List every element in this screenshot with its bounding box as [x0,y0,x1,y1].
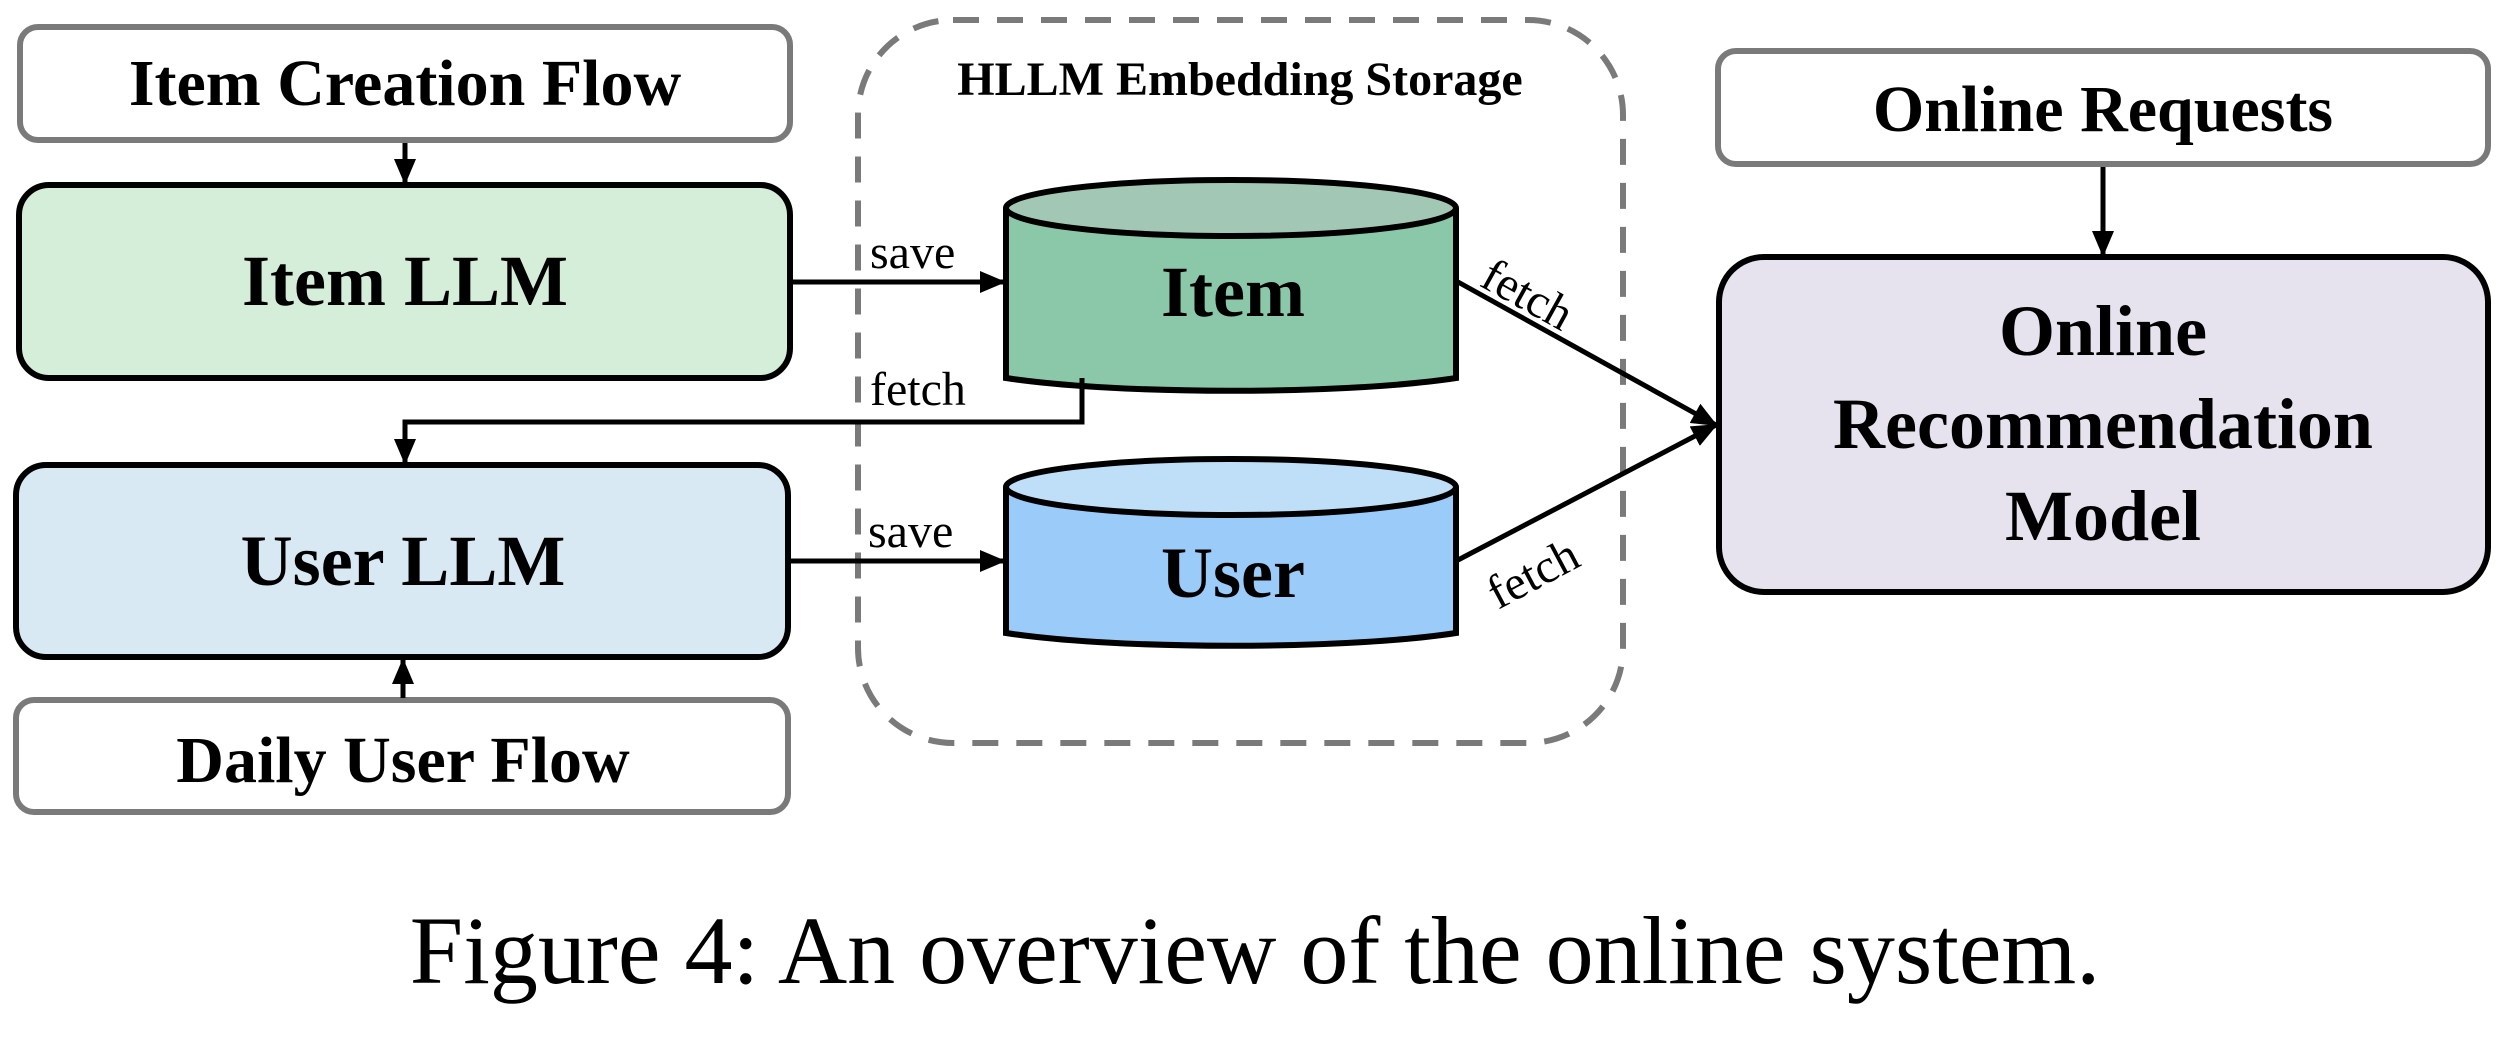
daily-user-flow-node: Daily User Flow [13,697,791,815]
user-llm-label: User LLM [241,521,566,601]
user-llm-node: User LLM [13,462,791,660]
edge-item-db-fetch-user-llm: fetch [394,363,1085,465]
fetch-label-item-to-model: fetch [1473,248,1583,341]
item-creation-flow-label: Item Creation Flow [129,47,682,120]
edge-user-db-fetch-model: fetch [1456,422,1718,620]
item-llm-label: Item LLM [242,241,568,321]
save-label-user: save [868,505,953,558]
edge-item-db-fetch-model: fetch [1456,248,1718,428]
item-db-label: Item [1161,252,1305,332]
online-system-diagram: HLLM Embedding Storage Item Creation Flo… [13,17,2491,815]
model-label-line-2: Recommendation [1833,384,2373,464]
user-embedding-db: User [1003,456,1459,649]
hllm-embedding-storage-group: HLLM Embedding Storage [855,17,1626,746]
model-label-line-3: Model [2005,476,2201,556]
item-embedding-db: Item [1003,177,1459,394]
item-creation-flow-node: Item Creation Flow [17,24,793,143]
model-label-line-1: Online [1999,291,2207,371]
edge-item-llm-save-item-db: save [793,226,1006,293]
online-requests-node: Online Requests [1715,48,2491,167]
user-db-label: User [1161,533,1305,613]
figure-caption: Figure 4: An overview of the online syst… [409,897,2101,1004]
save-label-item: save [870,226,955,279]
storage-group-label: HLLM Embedding Storage [957,53,1522,106]
online-requests-label: Online Requests [1873,73,2333,146]
daily-user-flow-label: Daily User Flow [176,724,630,797]
online-recommendation-model-node: Online Recommendation Model [1716,254,2491,595]
edge-user-llm-save-user-db: save [791,505,1006,572]
item-llm-node: Item LLM [16,182,793,381]
fetch-label-user-llm: fetch [870,363,966,416]
